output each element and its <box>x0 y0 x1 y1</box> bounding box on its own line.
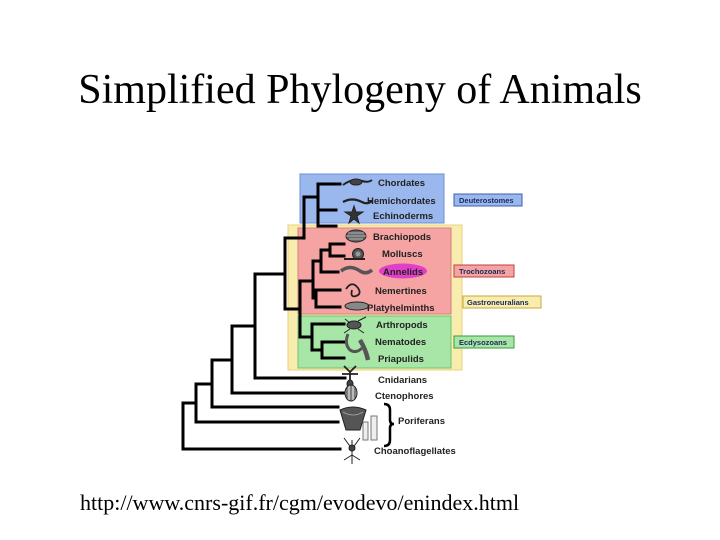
starfish-icon <box>343 204 365 225</box>
taxon-priapulids: Priapulids <box>378 354 424 365</box>
svg-text:Gastroneuralians: Gastroneuralians <box>467 298 529 307</box>
choanoflagellate-icon <box>343 437 361 464</box>
gastroneuralians-tag: Gastroneuralians <box>462 295 542 309</box>
flatworm-icon <box>344 301 370 311</box>
priapulid-icon <box>358 338 371 361</box>
taxon-hemichordates: Hemichordates <box>367 196 436 207</box>
annelids-highlight <box>379 263 427 279</box>
deuterostomes-box <box>299 173 445 224</box>
taxon-echinoderms: Echinoderms <box>373 211 433 222</box>
taxon-nemertines: Nemertines <box>375 286 427 297</box>
slide-title: Simplified Phylogeny of Animals <box>78 67 642 113</box>
comb-jelly-icon <box>344 384 358 402</box>
svg-text:Trochozoans: Trochozoans <box>459 267 505 276</box>
deuterostomes-tag: Deuterostomes <box>453 193 523 207</box>
taxon-nematodes: Nematodes <box>375 337 426 348</box>
taxon-molluscs: Molluscs <box>382 249 423 260</box>
taxon-annelids: Annelids <box>383 267 423 278</box>
taxon-poriferans: Poriferans <box>398 416 445 427</box>
segmented-worm-icon <box>339 265 374 275</box>
taxon-chordates: Chordates <box>378 178 425 189</box>
snail-icon <box>344 248 365 260</box>
acorn-worm-icon <box>342 198 373 205</box>
source-url: http://www.cnrs-gif.fr/cgm/evodevo/enind… <box>80 490 520 515</box>
trochozoans-tag: Trochozoans <box>453 264 515 278</box>
taxon-brachiopods: Brachiopods <box>373 232 431 243</box>
ribbon-worm-icon <box>345 283 361 298</box>
taxon-platyhelminths: Platyhelminths <box>367 303 435 314</box>
poriferans-bracket <box>383 402 395 448</box>
lamp-shell-icon <box>345 229 367 243</box>
ecdysozoans-tag: Ecdysozoans <box>453 335 515 349</box>
organism-illustrations <box>339 178 378 464</box>
roundworm-icon <box>344 333 364 354</box>
svg-text:Deuterostomes: Deuterostomes <box>459 196 514 205</box>
sponge-icon <box>339 406 378 441</box>
taxon-cnidarians: Cnidarians <box>378 375 427 386</box>
taxon-ctenophores: Ctenophores <box>375 391 434 402</box>
taxon-arthropods: Arthropods <box>376 320 428 331</box>
taxon-choanoflagellates: Choanoflagellates <box>374 446 456 457</box>
svg-text:Ecdysozoans: Ecdysozoans <box>459 338 507 347</box>
taxon-labels: Chordates Hemichordates Echinoderms Brac… <box>367 178 456 457</box>
insect-icon <box>343 316 367 334</box>
lizard-icon <box>342 178 373 186</box>
tree-branches <box>181 182 350 451</box>
